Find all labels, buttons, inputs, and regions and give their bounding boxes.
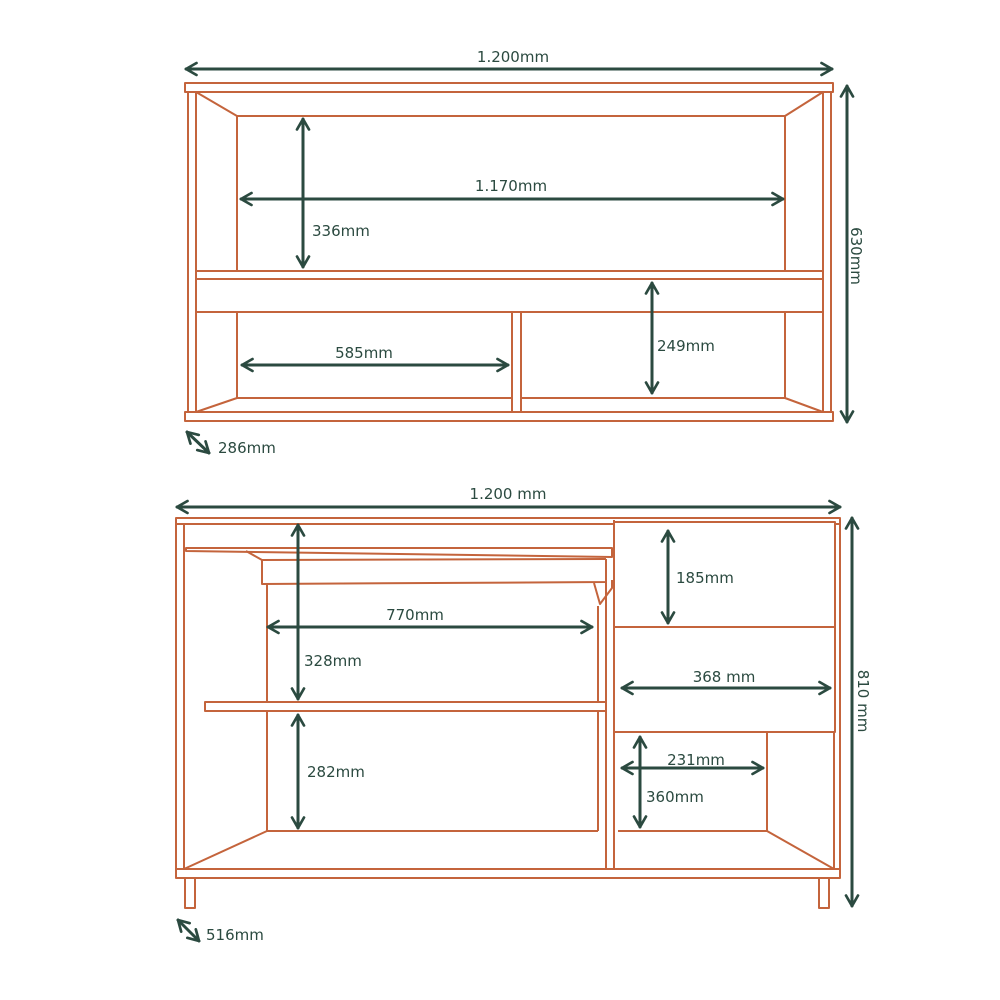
bottom-unit-floor-perspective (183, 830, 835, 870)
bottom-unit-drawer-top (613, 521, 836, 628)
top-width-label: 1.200mm (477, 48, 549, 66)
bottom-unit-leg-left (184, 877, 196, 909)
bottom-lower-space-label: 282mm (307, 763, 365, 781)
top-unit-dimensions: 1.200mm 630mm 1.170mm 336mm 585mm 249mm … (184, 48, 865, 457)
bottom-unit-desk-flap-edge (261, 558, 607, 561)
top-upper-height-label: 336mm (312, 222, 370, 240)
top-unit-right-side (822, 91, 832, 413)
top-depth-label: 286mm (218, 439, 276, 457)
bottom-depth-arrow (176, 918, 201, 943)
bottom-unit-desk-flap (185, 547, 613, 558)
top-unit-left-side (187, 91, 197, 413)
top-unit-drawing (184, 82, 834, 422)
bottom-unit-left-side (175, 523, 185, 870)
bottom-width-label: 1.200 mm (470, 485, 547, 503)
top-unit-bottom-board (184, 411, 834, 422)
top-unit-middle-shelf (195, 270, 824, 313)
top-unit-perspective-top (195, 91, 824, 117)
bottom-unit-drawing (175, 517, 841, 909)
small-compartment-width-label: 231mm (667, 751, 725, 769)
top-depth-arrow (185, 430, 211, 455)
bottom-unit-leg-right (818, 877, 830, 909)
bottom-height-label: 810 mm (854, 670, 872, 733)
top-unit-top-board (184, 82, 834, 93)
small-compartment-height-label: 360mm (646, 788, 704, 806)
top-lower-width-label: 585mm (335, 344, 393, 362)
bottom-unit-divider (605, 520, 615, 869)
bottom-unit-dimensions: 1.200 mm 810 mm 770mm 328mm 282mm 185mm … (175, 485, 872, 944)
drawer-width-label: 368 mm (693, 668, 756, 686)
bottom-unit-drawer-bottom (613, 626, 836, 733)
drawer-height-label: 185mm (676, 569, 734, 587)
top-inner-width-label: 1.170mm (475, 177, 547, 195)
bottom-unit-bottom-board (175, 868, 841, 879)
bottom-depth-label: 516mm (206, 926, 264, 944)
bottom-upper-space-label: 328mm (304, 652, 362, 670)
bottom-unit-hinge (593, 580, 613, 605)
bottom-unit-top-board (175, 517, 841, 525)
top-unit-perspective-bottom (195, 397, 824, 413)
bottom-unit-shelf (204, 701, 607, 712)
top-lower-height-label: 249mm (657, 337, 715, 355)
top-height-label: 630mm (847, 227, 865, 285)
bottom-unit-desk-flap-body (245, 550, 607, 585)
top-unit-divider (511, 311, 522, 413)
bottom-open-width-label: 770mm (386, 606, 444, 624)
